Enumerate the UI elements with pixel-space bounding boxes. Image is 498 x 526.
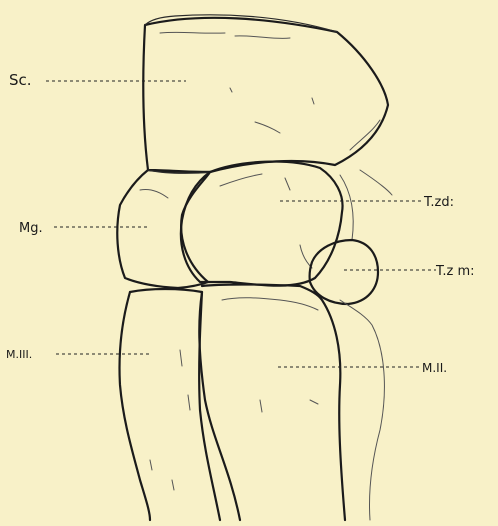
- figure-labels: Sc. Mg. M.III. T.zd: T.z m: M.II.: [6, 71, 475, 375]
- label-mii: M.II.: [422, 361, 447, 375]
- label-tzd: T.zd:: [423, 195, 454, 210]
- magnum-bone: [117, 170, 212, 288]
- label-tzm: T.z m:: [435, 264, 475, 279]
- label-mg: Mg.: [19, 221, 43, 236]
- scaphoid-bone: [143, 15, 388, 172]
- label-sc: Sc.: [9, 71, 32, 89]
- metacarpal-ii-bone: [199, 285, 384, 521]
- trapezoid-bone: [181, 162, 392, 286]
- label-miii: M.III.: [6, 348, 32, 361]
